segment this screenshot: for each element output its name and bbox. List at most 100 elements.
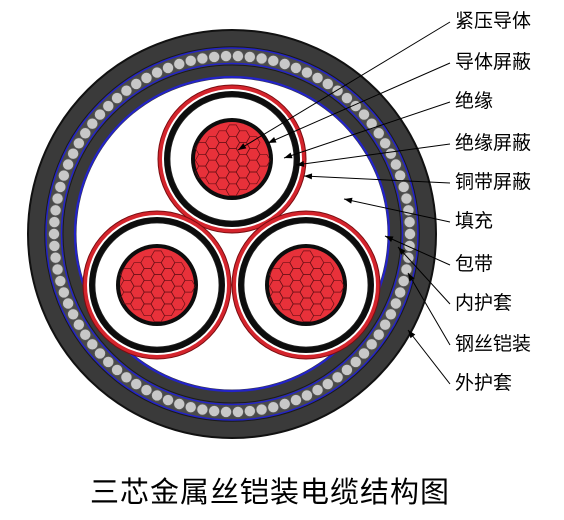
steel-wire <box>220 405 233 418</box>
steel-wire <box>311 384 324 397</box>
label-conductor: 紧压导体 <box>455 10 532 32</box>
leader-arrowhead <box>284 152 293 159</box>
steel-wire <box>255 52 268 65</box>
binding-tape-mid <box>60 62 404 406</box>
label-insulation-screen: 绝缘屏蔽 <box>455 132 532 154</box>
steel-wire <box>111 92 124 105</box>
steel-wire <box>321 77 334 90</box>
leader-inner-sheath <box>397 246 451 305</box>
leader-line <box>303 175 451 184</box>
leader-binding-tape <box>384 235 451 266</box>
steel-wire <box>57 286 70 299</box>
leader-line <box>295 143 451 166</box>
steel-wire <box>289 394 302 407</box>
steel-wire <box>51 192 64 205</box>
leader-line <box>384 235 451 266</box>
steel-wire <box>243 405 256 418</box>
steel-wire <box>111 363 124 376</box>
core <box>157 84 307 234</box>
steel-wire <box>349 355 362 368</box>
steel-wire <box>340 363 353 376</box>
leader-arrowhead <box>296 160 305 167</box>
leader-arrowhead <box>344 197 353 204</box>
steel-wire <box>140 71 153 84</box>
leader-filler <box>343 197 451 223</box>
steel-wire <box>379 137 392 150</box>
steel-wire <box>278 57 291 70</box>
steel-wire <box>311 71 324 84</box>
leader-arrowhead <box>408 330 416 339</box>
leader-conductor-screen <box>267 62 451 144</box>
steel-wire <box>72 137 85 150</box>
leader-insulation <box>283 101 451 159</box>
label-outer-sheath: 外护套 <box>455 372 513 394</box>
strand <box>256 153 271 167</box>
strand <box>245 171 261 185</box>
steel-wire <box>48 227 61 240</box>
steel-wire <box>48 239 61 252</box>
steel-wire <box>394 286 407 299</box>
leader-line <box>267 62 451 144</box>
strand <box>181 279 196 293</box>
compact-conductor <box>195 122 269 196</box>
diagram-title: 三芯金属丝铠装电缆结构图 <box>89 475 450 509</box>
label-binding-tape: 包带 <box>455 253 494 275</box>
steel-wire <box>255 403 268 416</box>
steel-wire <box>208 405 221 418</box>
label-filler: 填充 <box>455 210 494 232</box>
steel-wire <box>57 169 70 182</box>
steel-wire <box>267 54 280 67</box>
leader-conductor <box>237 21 451 151</box>
steel-wire <box>403 227 416 240</box>
steel-wire <box>67 147 80 160</box>
steel-wire <box>67 308 80 321</box>
steel-wire <box>365 117 378 130</box>
steel-wire <box>184 401 197 414</box>
steel-wire <box>300 66 313 79</box>
conductor-strands <box>268 250 345 322</box>
steel-wire <box>102 100 115 113</box>
label-insulation: 绝缘 <box>455 90 494 112</box>
steel-wire <box>278 398 291 411</box>
steel-wire <box>54 180 67 193</box>
steel-wire <box>151 389 164 402</box>
steel-wire <box>196 52 209 65</box>
steel-wire <box>400 192 413 205</box>
leader-arrowhead <box>385 236 394 242</box>
leader-line <box>407 272 451 346</box>
steel-wire <box>358 347 371 360</box>
leader-line <box>283 101 451 159</box>
leader-line <box>407 329 451 385</box>
steel-wire <box>331 371 344 384</box>
steel-wire <box>400 263 413 276</box>
steel-wire <box>403 239 416 252</box>
steel-wire <box>184 54 197 67</box>
steel-wire <box>102 355 115 368</box>
steel-wire <box>93 108 106 121</box>
steel-wire <box>340 92 353 105</box>
compact-conductor <box>120 248 194 322</box>
steel-wire <box>220 50 233 63</box>
steel-wire <box>231 50 244 63</box>
steel-wire <box>331 84 344 97</box>
steel-wire <box>243 50 256 63</box>
steel-wire <box>173 398 186 411</box>
steel-wire <box>358 108 371 121</box>
steel-wire <box>173 57 186 70</box>
label-conductor-screen: 导体屏蔽 <box>455 51 532 73</box>
leader-arrowhead <box>268 137 277 143</box>
label-steel-wire-armour: 钢丝铠装 <box>455 333 532 355</box>
steel-wire <box>394 169 407 182</box>
steel-wire <box>372 328 385 341</box>
leader-arrowhead <box>304 173 313 180</box>
steel-wire <box>49 204 62 217</box>
steel-wire <box>120 371 133 384</box>
steel-wire <box>72 318 85 331</box>
leader-arrowhead <box>398 247 406 255</box>
steel-wire <box>162 394 175 407</box>
steel-wire <box>62 297 75 310</box>
leader-line <box>397 246 451 305</box>
leader-insulation-screen <box>295 143 451 167</box>
steel-wire <box>51 263 64 276</box>
